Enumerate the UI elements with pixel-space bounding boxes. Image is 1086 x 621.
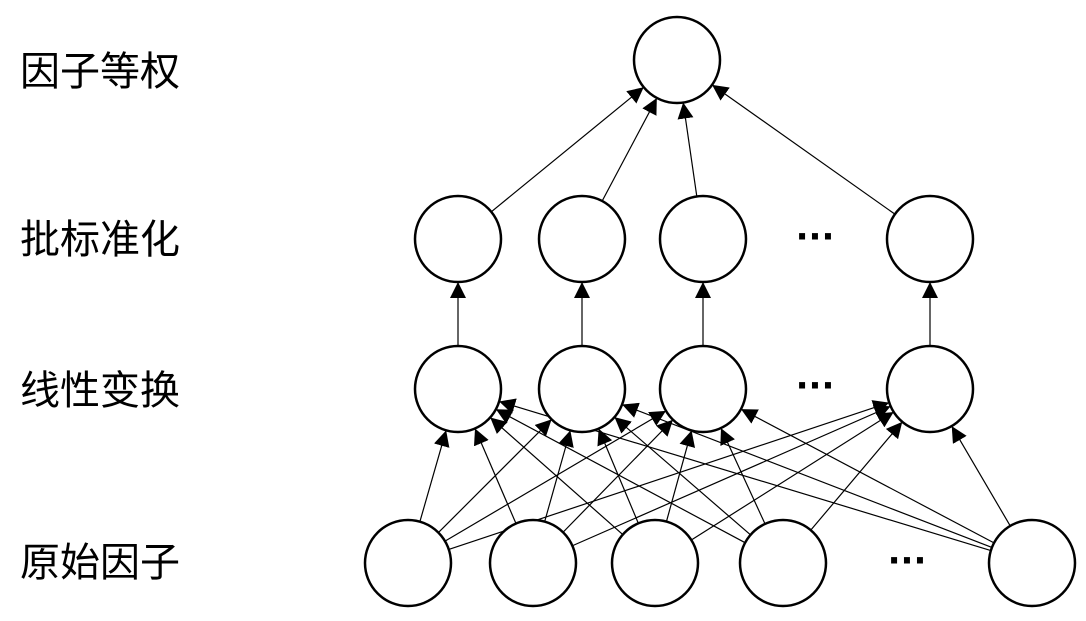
node-input-0 [363, 518, 453, 608]
node-linear-2 [658, 344, 748, 434]
edge-input-2-linear-2 [665, 430, 696, 522]
ellipsis-2: ··· [888, 541, 927, 581]
node-output-0 [632, 15, 722, 105]
edge-input-2-linear-1 [597, 428, 639, 524]
node-input-3 [738, 518, 828, 608]
layer-label-input: 原始因子 [20, 540, 180, 586]
layer-label-output: 因子等权 [20, 49, 180, 95]
edge-batchnorm-1-output [601, 97, 658, 202]
edge-input-3-linear-3 [810, 421, 903, 531]
edge-input-3-linear-0 [495, 408, 746, 544]
edge-input-2-linear-0 [489, 417, 624, 535]
edge-input-4-linear-2 [740, 408, 995, 544]
edge-input-0-linear-0 [419, 430, 450, 522]
ellipsis-1: ··· [796, 366, 835, 406]
edge-batchnorm-2-output [677, 102, 698, 197]
node-batchnorm-0 [413, 194, 503, 284]
edge-input-1-linear-1 [544, 430, 574, 522]
edges-group [419, 84, 1011, 552]
node-linear-1 [537, 344, 627, 434]
layer-label-batchnorm: 批标准化 [20, 217, 180, 263]
edge-input-0-linear-2 [444, 410, 667, 542]
ellipsis-0: ··· [796, 217, 835, 257]
node-batchnorm-3 [885, 194, 975, 284]
ellipsis-group: ··· ··· ··· [796, 217, 927, 581]
node-batchnorm-2 [658, 194, 748, 284]
node-linear-0 [413, 344, 503, 434]
edge-input-3-linear-1 [614, 416, 751, 536]
layer-label-linear: 线性变换 [20, 368, 180, 414]
edge-input-1-linear-0 [474, 428, 517, 524]
edge-input-1-linear-3 [572, 405, 891, 547]
edge-batchnorm-3-output [711, 84, 896, 215]
edge-input-4-linear-3 [951, 425, 1011, 527]
nodes-group [363, 15, 1077, 608]
edge-input-2-linear-3 [691, 411, 894, 541]
node-input-2 [610, 518, 700, 608]
node-linear-3 [885, 344, 975, 434]
node-input-4 [987, 518, 1077, 608]
edge-batchnorm-0-output [490, 86, 645, 213]
node-input-1 [488, 518, 578, 608]
node-batchnorm-1 [537, 194, 627, 284]
